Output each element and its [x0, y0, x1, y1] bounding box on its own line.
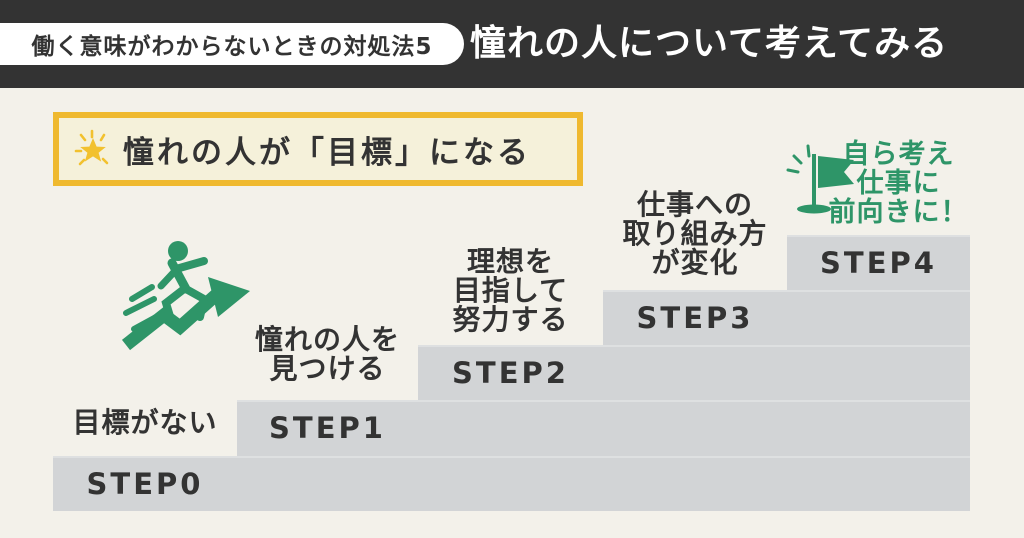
caption-line: 仕事への [636, 188, 753, 221]
step3-caption: 仕事への 取り組み方 が変化 [595, 190, 795, 277]
step0-bar [53, 456, 970, 511]
caption-line: 仕事に [856, 168, 941, 199]
goal-flag-icon [786, 144, 854, 214]
caption-line: 自ら考え [842, 139, 955, 170]
caption-line: 前向きに！ [828, 197, 969, 228]
caption-line: 理想を [466, 245, 554, 278]
caption-line: 憧れの人を [254, 323, 400, 356]
key-point-box: 憧れの人が「目標」になる [53, 112, 583, 186]
runner-growth-arrow-icon [121, 241, 250, 351]
caption-line: が変化 [651, 246, 739, 279]
key-point-text: 憧れの人が「目標」になる [123, 134, 531, 171]
step0-caption: 目標がない [53, 408, 237, 437]
step0-label: STEP0 [86, 466, 204, 501]
caption-line: 取り組み方 [622, 217, 768, 250]
step1-caption: 憧れの人を 見つける [225, 325, 430, 383]
caption-line: 目標がない [72, 406, 218, 439]
glowing-star-icon [74, 129, 109, 166]
step2-caption: 理想を 目指して 努力する [413, 247, 608, 334]
caption-line: 見つける [269, 352, 386, 385]
step3-label: STEP3 [636, 300, 754, 335]
header-bar: 働く意味がわからないときの対処法5 憧れの人について考えてみる [0, 0, 1024, 88]
page-title: 憧れの人について考えてみる [470, 23, 949, 64]
step4-label: STEP4 [820, 245, 937, 280]
step2-label: STEP2 [452, 355, 569, 390]
step1-label: STEP1 [269, 410, 386, 445]
caption-line: 目指して [452, 274, 569, 307]
header-badge: 働く意味がわからないときの対処法5 [0, 23, 464, 65]
caption-line: 努力する [452, 303, 569, 336]
step4-caption: 自ら考え 仕事に 前向きに！ [820, 140, 977, 227]
